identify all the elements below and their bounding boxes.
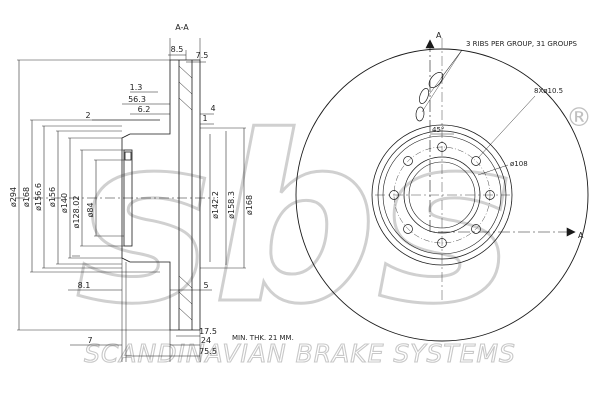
front-leaders: [430, 95, 536, 176]
vent-hatching: [178, 65, 193, 321]
dim-dia-156: ø156: [48, 187, 57, 207]
mid-dimension-lines: [68, 255, 212, 291]
dim-top-7-5: 7.5: [196, 51, 209, 60]
disc-outer-circle: [295, 48, 589, 342]
section-arrow-top: [425, 39, 435, 49]
section-arrow-side: [566, 227, 576, 237]
dim-dia-168-left: ø168: [22, 187, 31, 207]
dim-dia-156-6: ø156.6: [34, 183, 43, 211]
hub-ring-top: [124, 151, 132, 161]
section-mark-top: A: [436, 31, 442, 40]
dim-bottom-17-5: 17.5: [199, 327, 217, 336]
front-view: [295, 38, 589, 342]
bolt-hole: [403, 224, 413, 234]
dim-mid-8-1: 8.1: [78, 281, 91, 290]
rib-detail: [415, 49, 463, 122]
bolt-hole: [471, 224, 481, 234]
left-extension-lines: [17, 59, 170, 331]
dim-bottom-7: 7: [87, 336, 92, 345]
min-thickness-note: MIN. THK. 21 MM.: [232, 334, 294, 342]
left-dimension-lines: [18, 60, 97, 330]
dim-dia-140: ø140: [60, 193, 69, 213]
holes-note: 8Xø10.5: [534, 87, 563, 95]
pcd-note: ø108: [510, 160, 528, 168]
dim-dia-128-02: ø128.02: [72, 196, 81, 229]
dim-dia-158-3: ø158.3: [227, 191, 236, 219]
watermark-registered-mark: ®: [566, 103, 592, 133]
bolt-hole: [471, 156, 481, 166]
bottom-dimension-lines: [70, 258, 201, 362]
ribs-note: 3 RIBS PER GROUP, 31 GROUPS: [466, 40, 578, 48]
dim-top-56-3: 56.3: [128, 95, 146, 104]
watermark-logo: sbs: [76, 88, 514, 355]
dim-dia-168-right: ø168: [245, 195, 254, 215]
bolt-hole: [403, 156, 413, 166]
dim-mid-5: 5: [203, 281, 208, 290]
right-dimension-lines: [200, 127, 246, 269]
section-view: [15, 38, 246, 362]
watermark-company-line: SCANDINAVIAN BRAKE SYSTEMS: [84, 339, 516, 368]
rib: [419, 88, 429, 104]
dim-dia-294: ø294: [9, 187, 18, 207]
rib: [415, 106, 425, 122]
dim-bottom-75-5: 75.5: [199, 347, 217, 356]
dim-top-1-3: 1.3: [130, 83, 143, 92]
dim-bottom-24: 24: [201, 336, 211, 345]
angle-note: 45°: [432, 126, 444, 134]
section-label: A-A: [175, 23, 189, 32]
section-view-labels: A-A 8.5 7.5 1.3 56.3 6.2 2 4 1 ø294 ø168…: [9, 23, 294, 356]
watermark: sbs ® SCANDINAVIAN BRAKE SYSTEMS: [74, 87, 592, 369]
dim-top-8-5: 8.5: [171, 45, 184, 54]
top-dimension-lines: [92, 38, 214, 125]
dim-top-1: 1: [202, 114, 207, 123]
dim-dia-142-2: ø142.2: [211, 191, 220, 219]
dim-dia-84: ø84: [86, 202, 95, 217]
dim-top-4: 4: [210, 104, 215, 113]
rotor-section-outline: [121, 59, 201, 331]
section-cut-line: [425, 39, 576, 237]
rib: [428, 72, 444, 88]
dim-top-2: 2: [85, 111, 90, 120]
front-center-lines: [375, 38, 510, 300]
section-mark-side: A: [578, 231, 584, 240]
front-view-labels: A A 3 RIBS PER GROUP, 31 GROUPS 8Xø10.5 …: [432, 31, 584, 240]
dim-top-6-2: 6.2: [138, 105, 151, 114]
